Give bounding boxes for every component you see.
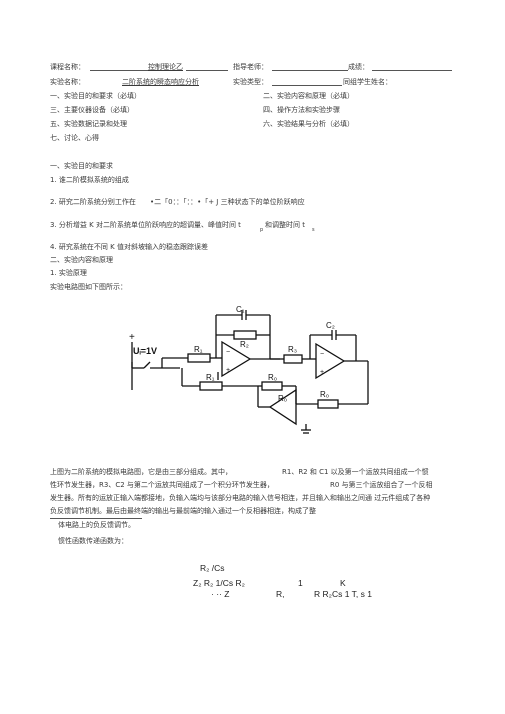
section-2-title: 二、实验内容和原理 — [50, 256, 113, 264]
outline-item: 三、主要仪器设备（必填） — [50, 106, 134, 114]
formula-bot-b: R, — [276, 589, 285, 599]
formula-mid-c: K — [340, 578, 346, 588]
outline-item: 五、实验数据记录和处理 — [50, 120, 127, 128]
label-r1-bottom: R₁ — [206, 373, 215, 382]
section-1-item-3: 3. 分析增益 K 对二阶系统单位阶跃响应的超调量、峰值时间 t — [50, 221, 241, 229]
grade-label: 成绩： — [348, 63, 369, 71]
subscript-p: p — [260, 227, 264, 233]
subscript-s: s — [312, 227, 315, 233]
desc-line-2a: 性环节发生器，R3、C2 与第二个运放共同组成了一个积分环节发生器， — [50, 481, 274, 489]
label-r0-bottom: R₀ — [278, 394, 287, 403]
circuit-diagram: C₁ R₂ R₁ R₁ R₃ C₂ R₀ R₀ R₀ Uᵢ=1V + − + −… — [129, 305, 369, 434]
type-label: 实验类型： — [233, 78, 268, 86]
grade-field[interactable] — [372, 70, 452, 71]
outline-item: 四、操作方法和实验步骤 — [263, 106, 340, 114]
section-1-item-4: 4. 研究系统在不同 K 值对斜坡输入的稳态跟踪误差 — [50, 243, 208, 251]
section-1-item-3-tail: 和调整时间 t — [265, 221, 305, 229]
desc-line-5: 体电路上的负反馈调节。 — [58, 521, 135, 529]
desc-line-3: 发生器。所有的运放正输入端都接地，负输入端均与该部分电路的输入信号相连，并且输入… — [50, 494, 431, 502]
label-op1-minus: − — [226, 349, 230, 356]
desc-line-6: 惯性函数传递函数为： — [58, 537, 128, 545]
section-1-title: 一、实验目的和要求 — [50, 162, 113, 170]
section-2-sub-1: 1. 实验原理 — [50, 269, 87, 277]
desc-line-4: 负反馈调节机制。最后由最终端的输出与最前端的输入通过一个反相器相连，构成了整 — [50, 507, 316, 515]
label-r0-right: R₀ — [320, 390, 329, 399]
advisor-field[interactable] — [272, 70, 348, 71]
label-op1-plus: + — [226, 367, 230, 374]
desc-line-2b: R0 与第三个运放组合了一个反相 — [330, 481, 433, 489]
formula-top: R₂ /Cs — [200, 563, 225, 573]
partner-label: 同组学生姓名： — [343, 78, 392, 86]
label-r0-mid: R₀ — [268, 373, 277, 382]
label-r3: R₃ — [288, 345, 297, 354]
formula-mid-b: 1 — [298, 578, 303, 588]
circuit-caption: 实验电路图如下图所示： — [50, 283, 127, 291]
label-c2: C₂ — [326, 321, 335, 330]
course-blank-line — [90, 70, 148, 71]
desc-line-1a: 上图为二阶系统的模拟电路图，它是由三部分组成。其中， — [50, 468, 232, 476]
label-plus-input: + — [129, 332, 135, 343]
label-r2: R₂ — [240, 340, 249, 349]
advisor-label: 指导老师： — [233, 63, 268, 71]
formula-bot-c: R R₂Cs 1 T, s 1 — [314, 589, 372, 599]
label-ui: Uᵢ=1V — [133, 346, 157, 356]
type-field[interactable] — [272, 85, 342, 86]
experiment-label: 实验名称： — [50, 78, 85, 86]
course-trailing-line — [186, 70, 228, 71]
label-c1: C₁ — [236, 305, 245, 314]
course-label: 课程名称： — [50, 63, 85, 71]
outline-item: 二、实验内容和原理（必填） — [263, 92, 354, 100]
outline-item: 六、实验结果与分析（必填） — [263, 120, 354, 128]
desc-line-1b: R1、R2 和 C1 以及第一个运放共同组成一个惯 — [282, 468, 429, 476]
formula-bot-a: · ·· Z — [211, 589, 230, 599]
label-r1-top: R₁ — [194, 345, 203, 354]
experiment-value: 二阶系统的瞬态响应分析 — [122, 78, 199, 86]
section-1-item-2: 2. 研究二阶系统分别工作在 — [50, 198, 136, 206]
outline-item: 七、讨论、心得 — [50, 134, 99, 142]
section-1-item-2-garbled: •二「0：：「：：•「+ J 三种状态下的单位阶跃响应 — [150, 198, 305, 206]
course-value: 控制理论乙 — [148, 63, 183, 71]
label-op2-minus: − — [320, 351, 324, 358]
label-op2-plus: + — [320, 369, 324, 376]
underline-rule — [50, 518, 142, 519]
formula-mid-a: Z₂ R₂ 1/Cs R₂ — [193, 578, 245, 588]
section-1-item-1: 1. 谁二阶模拟系统的组成 — [50, 176, 129, 184]
outline-item: 一、实验目的和要求（必填） — [50, 92, 141, 100]
